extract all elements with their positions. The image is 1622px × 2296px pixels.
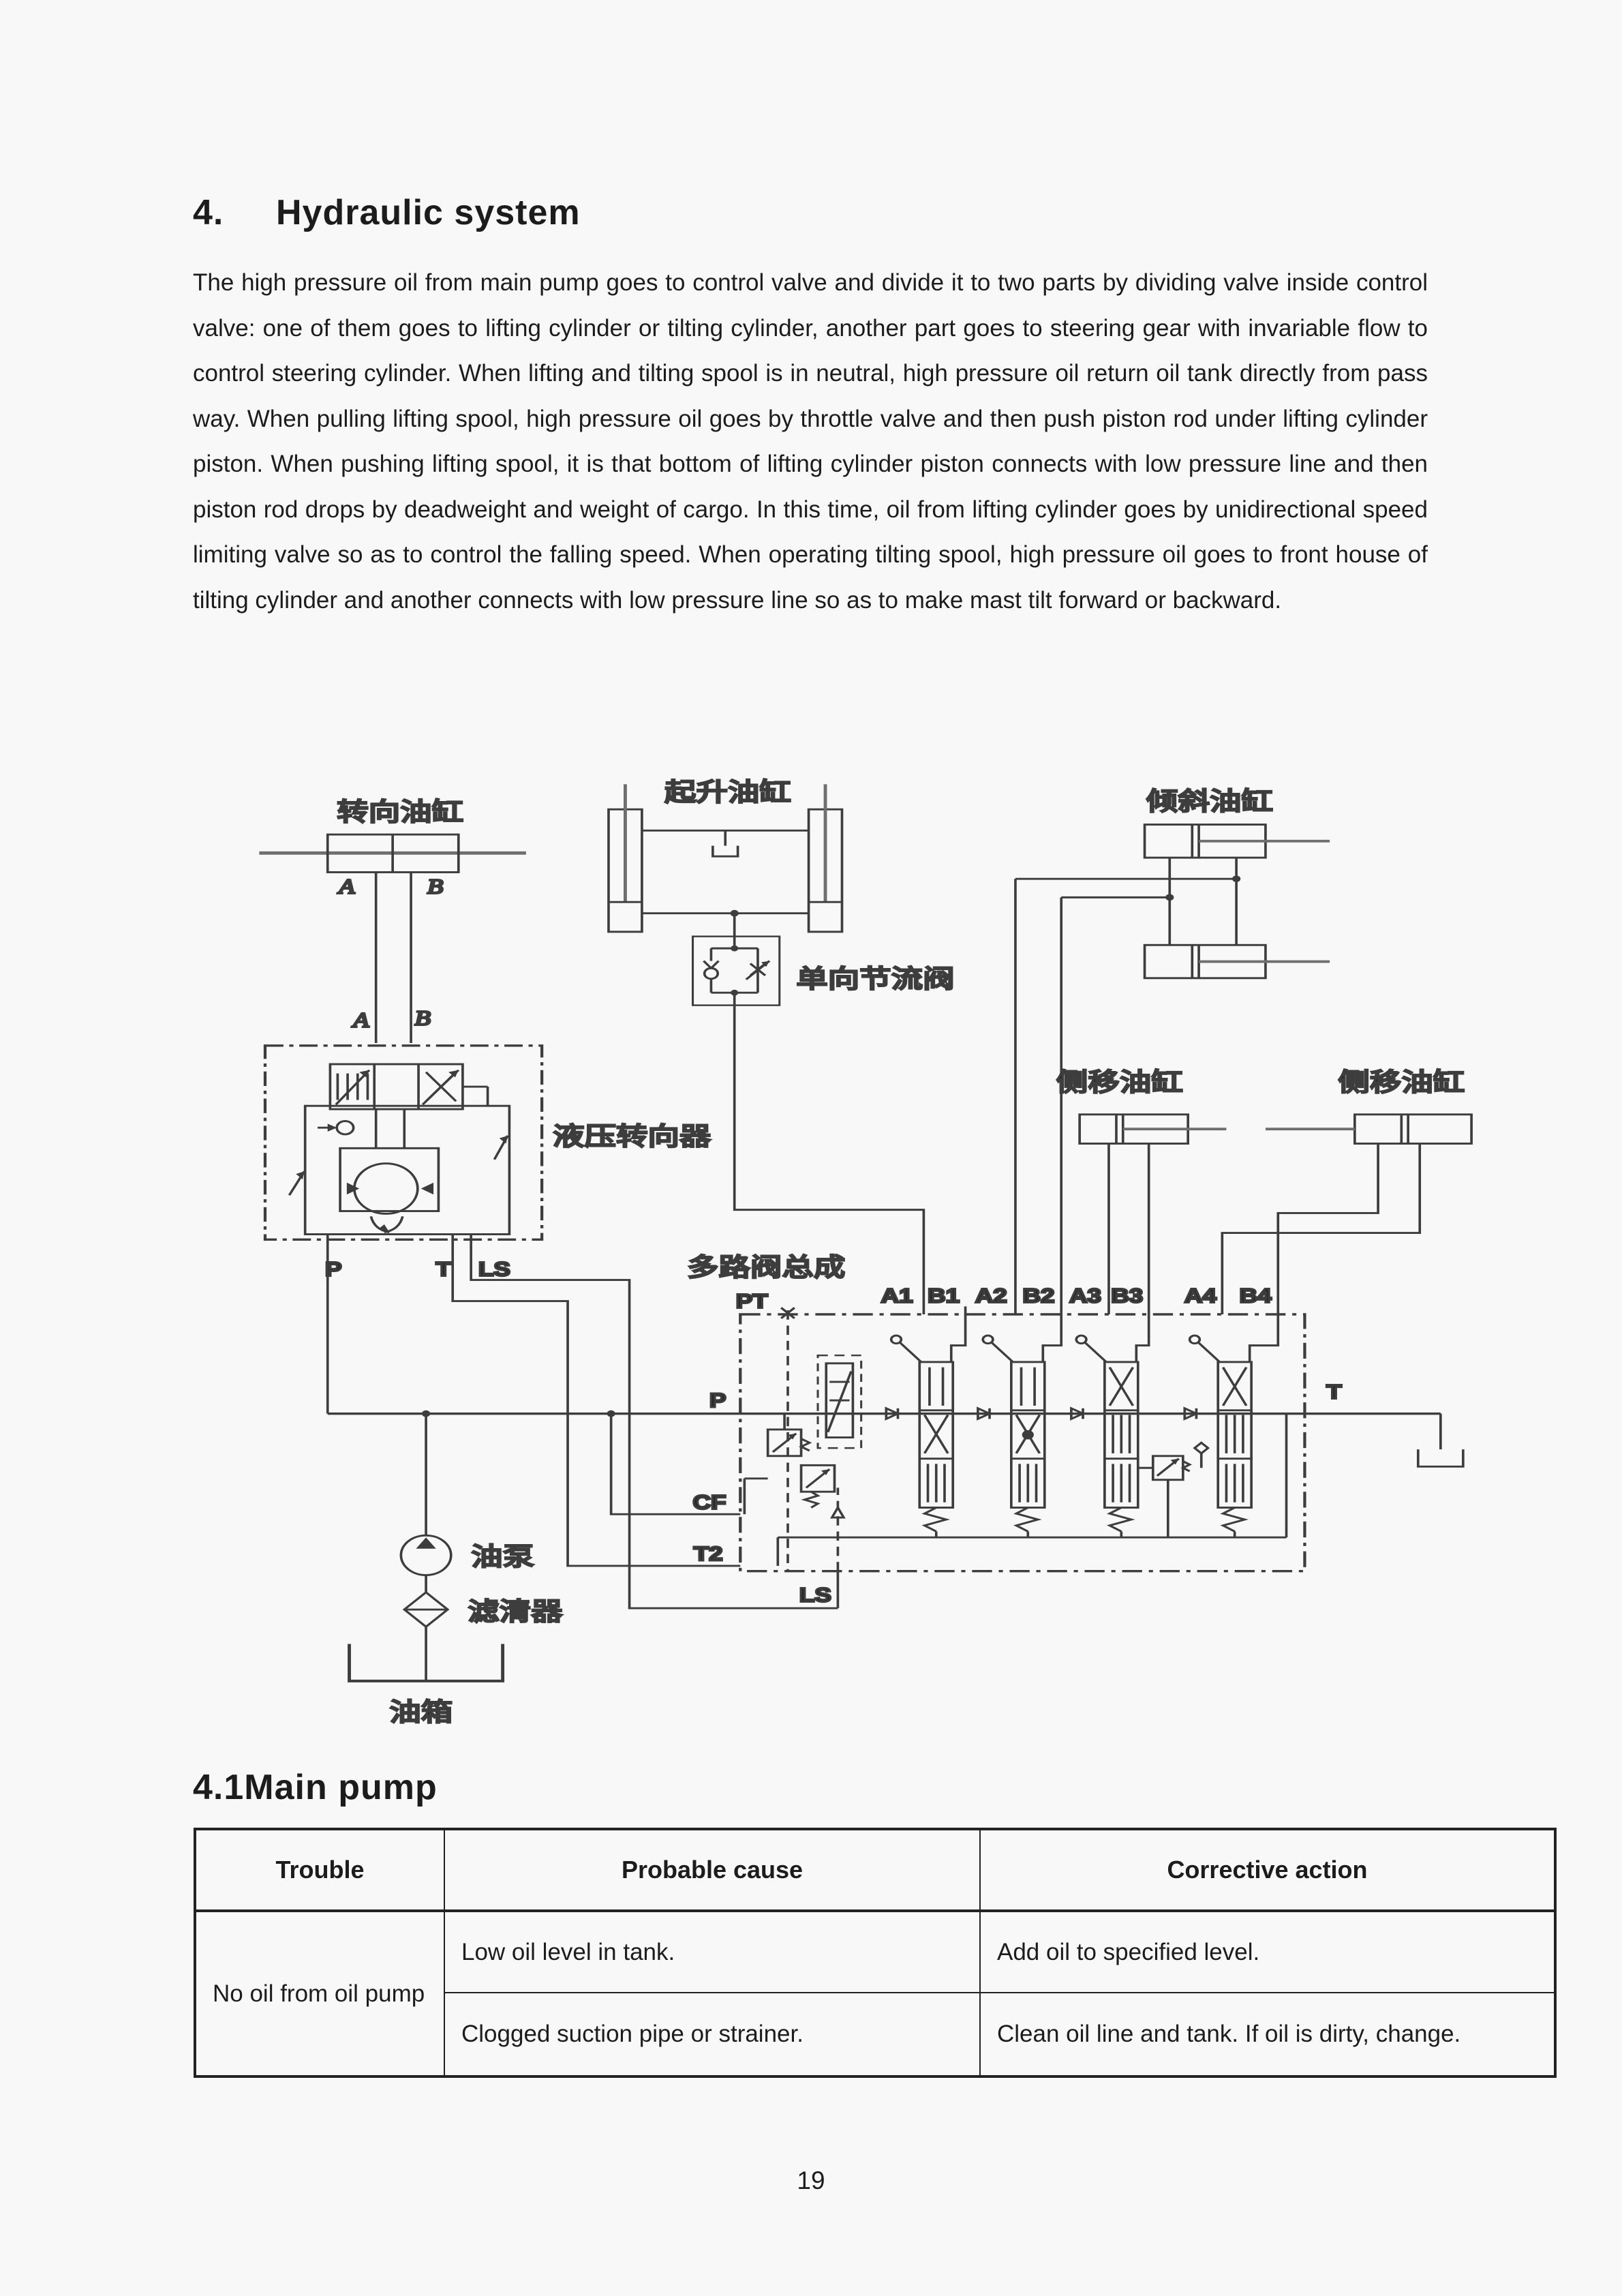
port-b1: B1 [928, 1285, 960, 1308]
label-side-shift-cylinder-right: 侧移油缸 [1338, 1068, 1465, 1096]
oil-filter-symbol [402, 1590, 450, 1681]
header-corrective-action: Corrective action [979, 1828, 1556, 1912]
port-line-a: A [352, 1009, 370, 1031]
port-a2: A2 [975, 1285, 1007, 1308]
port-valve-cf: CF [693, 1492, 726, 1514]
lift-line [733, 1006, 925, 1315]
label-oil-pump: 油泵 [471, 1543, 534, 1571]
port-valve-t2: T2 [694, 1543, 723, 1566]
section-number: 4. [193, 193, 224, 232]
steering-unit-symbol [263, 1044, 544, 1241]
port-pt: PT [736, 1290, 768, 1313]
label-one-way-throttle-valve: 单向节流阀 [796, 965, 954, 993]
label-side-shift-cylinder-left: 侧移油缸 [1056, 1068, 1183, 1096]
port-valve-ls: LS [799, 1584, 831, 1607]
label-lift-cylinder: 起升油缸 [664, 778, 791, 806]
port-valve-p: P [709, 1389, 726, 1412]
cell-cause-1: Low oil level in tank. [444, 1910, 981, 1993]
port-lines [326, 1234, 1465, 1610]
port-a4: A4 [1184, 1285, 1217, 1308]
port-steer-ls: LS [478, 1258, 510, 1281]
port-line-b: B [415, 1007, 431, 1029]
oil-pump-symbol [399, 1410, 453, 1592]
body-paragraph: The high pressure oil from main pump goe… [193, 269, 1428, 614]
table-row: Clogged suction pipe or strainer. Clean … [195, 1992, 1556, 2077]
valve-section [977, 1314, 1063, 1538]
header-probable-cause: Probable cause [444, 1828, 981, 1912]
tilt-cylinder-symbol [1014, 824, 1330, 1315]
section-heading: 4. Hydraulic system [193, 192, 581, 233]
cell-cause-2: Clogged suction pipe or strainer. [444, 1992, 981, 2077]
label-oil-tank: 油箱 [389, 1698, 453, 1726]
oil-tank-symbol [348, 1644, 505, 1682]
section-title: Hydraulic system [276, 193, 581, 232]
label-multi-way-valve-assembly: 多路阀总成 [687, 1253, 845, 1281]
valve-section [885, 1314, 967, 1538]
label-hydraulic-steering-unit: 液压转向器 [553, 1122, 711, 1150]
valve-sections [885, 1314, 1280, 1538]
cell-trouble: No oil from oil pump [194, 1910, 445, 2077]
valve-section [1183, 1314, 1280, 1538]
port-steer-t: T [436, 1258, 451, 1281]
port-valve-t: T [1326, 1381, 1341, 1404]
label-oil-filter: 滤清器 [468, 1597, 562, 1625]
valve-section [1070, 1314, 1150, 1538]
port-a3: A3 [1069, 1285, 1101, 1308]
hydraulic-diagram: 转向油缸 A B A B [259, 777, 1473, 1727]
multi-way-valve-assembly-symbol [739, 1306, 1306, 1573]
side-shift-cylinder-left-symbol [1078, 1113, 1227, 1315]
subsection-heading: 4.1Main pump [193, 1767, 438, 1808]
lift-cylinder-symbol [607, 784, 844, 937]
label-tilt-cylinder: 倾斜油缸 [1146, 787, 1273, 815]
port-steer-cyl-a: A [337, 875, 356, 898]
cell-action-2: Clean oil line and tank. If oil is dirty… [979, 1992, 1556, 2077]
side-shift-cylinder-right-symbol [1221, 1113, 1473, 1315]
cell-action-1: Add oil to specified level. [979, 1910, 1556, 1993]
table-row: No oil from oil pump Low oil level in ta… [194, 1910, 1556, 2077]
page-number: 19 [797, 2166, 825, 2194]
subsection-title: Main pump [244, 1768, 438, 1807]
table-header-row: Trouble Probable cause Corrective action [194, 1828, 1556, 1912]
one-way-throttle-valve-symbol [692, 935, 781, 1006]
subsection-number: 4.1 [193, 1768, 245, 1807]
header-trouble: Trouble [194, 1828, 445, 1912]
steering-cylinder-symbol [259, 833, 526, 1043]
port-b3: B3 [1111, 1285, 1143, 1308]
port-a1: A1 [881, 1285, 913, 1308]
label-steering-cylinder: 转向油缸 [337, 798, 463, 826]
port-b2: B2 [1023, 1285, 1055, 1308]
port-steer-cyl-b: B [427, 875, 443, 898]
port-b4: B4 [1240, 1285, 1272, 1308]
troubleshooting-table: Trouble Probable cause Corrective action… [194, 1828, 1557, 2078]
